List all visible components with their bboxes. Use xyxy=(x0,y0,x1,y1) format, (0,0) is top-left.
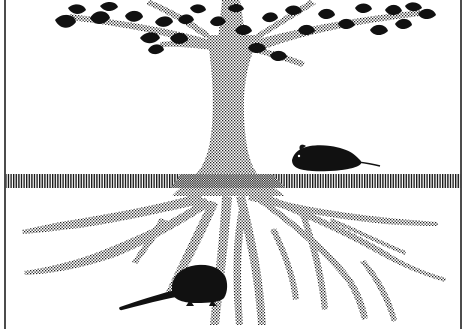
leaf xyxy=(318,9,335,19)
leaf xyxy=(100,2,118,11)
leaf xyxy=(405,2,422,11)
root-right-branch-c xyxy=(270,228,299,300)
leaf xyxy=(355,4,372,13)
leaf xyxy=(262,12,278,22)
leaf xyxy=(190,4,206,13)
tree-trunk xyxy=(172,35,285,196)
leaf xyxy=(370,25,388,35)
trunk-base xyxy=(170,174,286,188)
mole-icon xyxy=(119,265,227,310)
branch-right-upper xyxy=(255,10,420,50)
leaf xyxy=(125,11,143,22)
leaf xyxy=(418,9,436,19)
root-right-branch-a xyxy=(300,214,328,310)
root-system xyxy=(22,192,446,325)
leaf xyxy=(155,16,173,27)
rat-icon xyxy=(292,145,380,172)
leaf xyxy=(68,4,86,14)
root-left-main xyxy=(22,193,205,234)
leaf xyxy=(395,19,412,29)
